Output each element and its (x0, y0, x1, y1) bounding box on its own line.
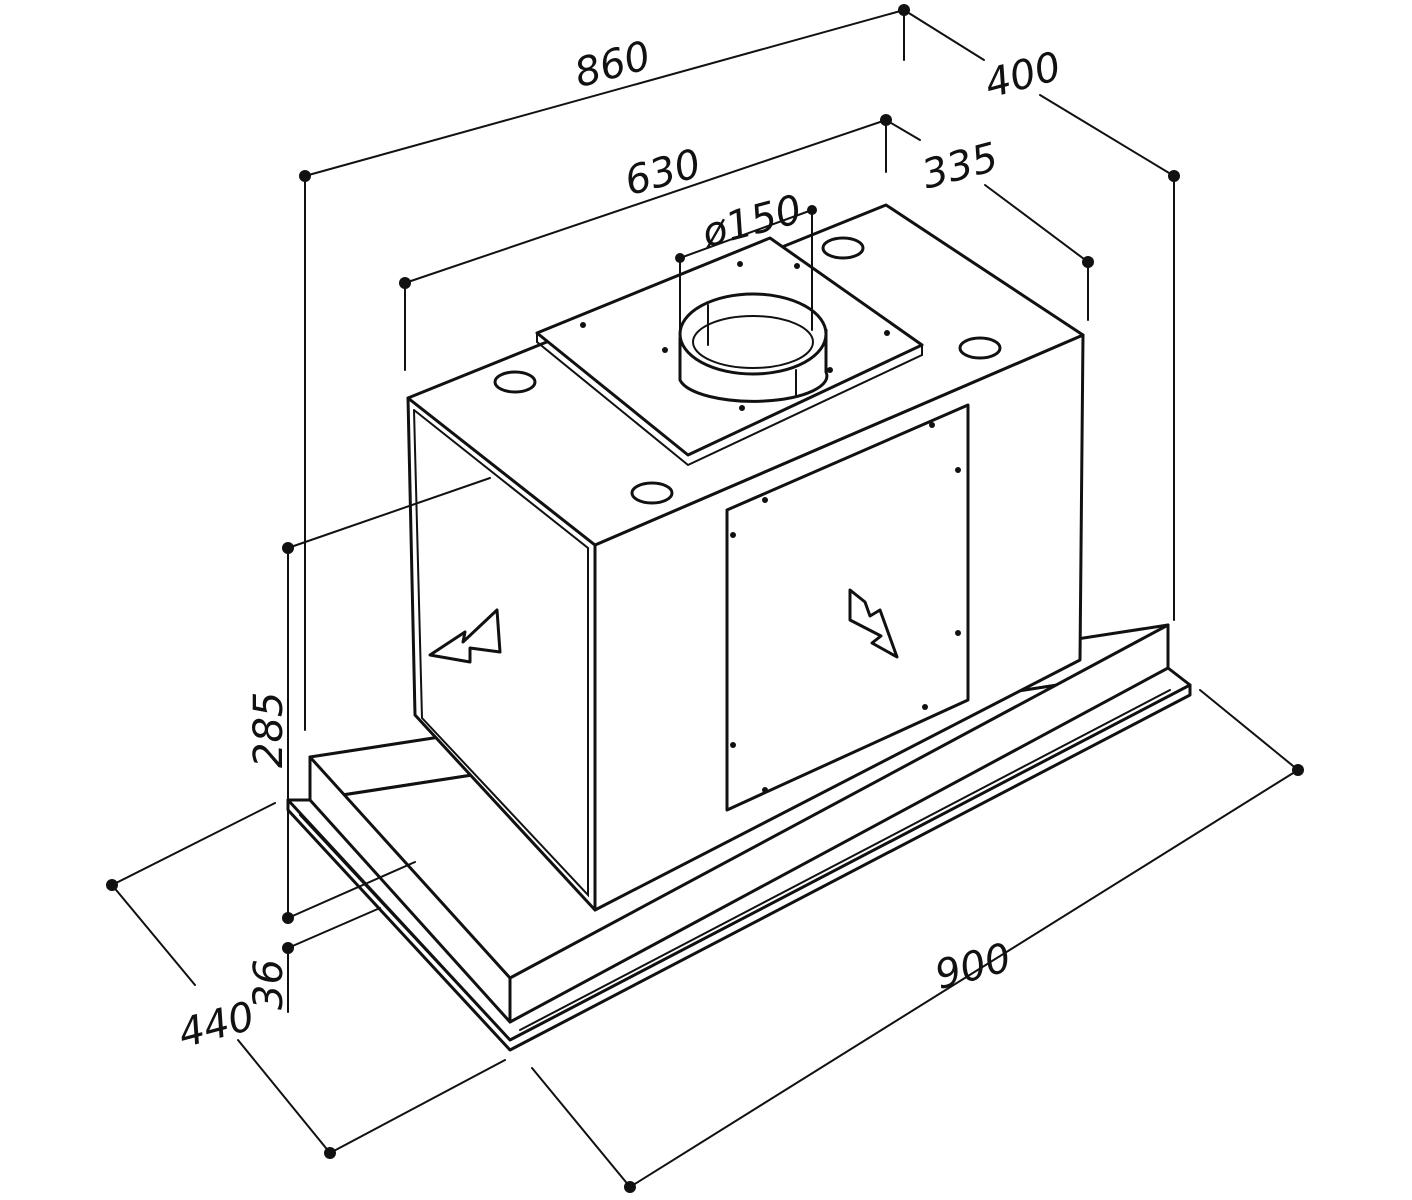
mount-holes (493, 236, 1002, 505)
dim-36-label: 36 (246, 959, 292, 1010)
outlet-arrow-left-icon (428, 608, 502, 664)
outlet-arrow-down-right-icon (848, 588, 899, 659)
duct-collar (678, 292, 829, 403)
dimension-285: 285 (246, 477, 491, 924)
dim-285-label: 285 (246, 692, 292, 768)
dim-630-label: 630 (620, 141, 706, 205)
dim-860-label: 860 (570, 33, 656, 97)
dim-900-label: 900 (930, 935, 1016, 999)
dim-400-label: 400 (980, 43, 1066, 107)
dimension-36: 36 (246, 861, 416, 1013)
dim-440-label: 440 (174, 993, 260, 1057)
